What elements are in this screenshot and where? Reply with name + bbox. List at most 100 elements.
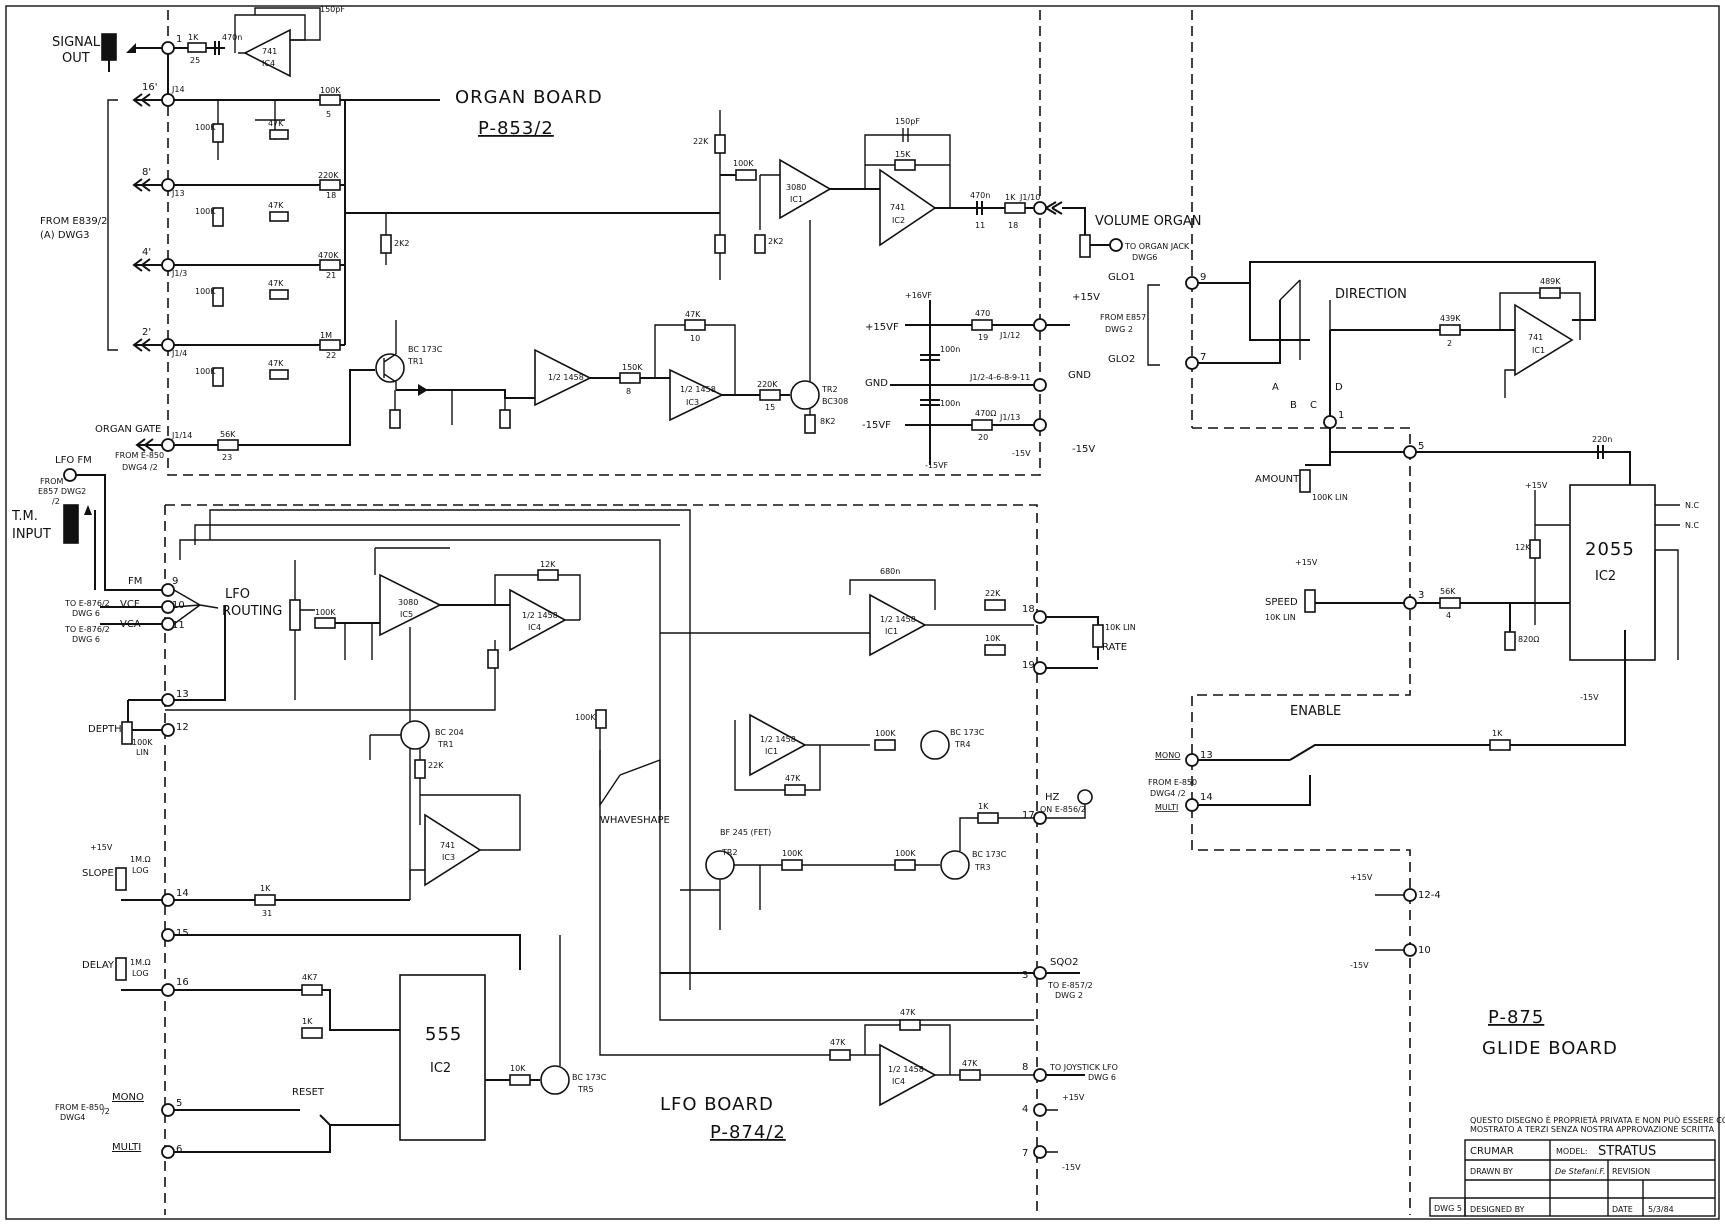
svg-text:-15V: -15V	[1350, 961, 1369, 970]
svg-text:AMOUNT: AMOUNT	[1255, 474, 1300, 485]
svg-text:100K LIN: 100K LIN	[1312, 493, 1348, 502]
svg-text:ROUTING: ROUTING	[222, 604, 282, 619]
svg-text:21: 21	[326, 271, 336, 280]
svg-text:22K: 22K	[428, 761, 444, 770]
svg-text:GLO2: GLO2	[1108, 354, 1135, 365]
svg-text:N.C: N.C	[1685, 501, 1700, 510]
svg-text:DESIGNED BY: DESIGNED BY	[1470, 1205, 1525, 1214]
svg-text:489K: 489K	[1540, 277, 1561, 286]
svg-text:SPEED: SPEED	[1265, 597, 1298, 608]
ic4b-1458-lfo	[879, 1043, 937, 1107]
svg-text:DWG 2: DWG 2	[1055, 991, 1083, 1000]
lfo-fm-pin	[63, 468, 77, 482]
svg-text:22: 22	[326, 351, 336, 360]
svg-text:DELAY: DELAY	[82, 960, 115, 971]
svg-text:100K: 100K	[320, 86, 341, 95]
svg-text:8': 8'	[142, 167, 151, 178]
svg-text:HZ: HZ	[1045, 792, 1060, 803]
svg-text:C: C	[1310, 400, 1317, 411]
tr4-lfo	[920, 730, 950, 760]
amount-pot[interactable]	[1299, 469, 1311, 493]
svg-text:J1/12: J1/12	[999, 331, 1020, 340]
svg-text:22K: 22K	[693, 137, 709, 146]
svg-text:6: 6	[176, 1144, 182, 1155]
svg-text:VCF: VCF	[120, 599, 140, 610]
organ-board-outline	[167, 10, 1041, 476]
svg-text:/2: /2	[52, 497, 60, 506]
from-e839-2: (A) DWG3	[40, 230, 90, 241]
svg-text:LIN: LIN	[136, 748, 149, 757]
svg-text:12K: 12K	[540, 560, 556, 569]
svg-text:15: 15	[765, 403, 775, 412]
svg-text:1: 1	[176, 34, 182, 45]
svg-text:1K: 1K	[1492, 729, 1503, 738]
ic4-741-organ	[243, 28, 291, 78]
svg-text:14: 14	[176, 888, 189, 899]
svg-text:DWG4 /2: DWG4 /2	[1150, 789, 1186, 798]
svg-text:De Stefani.F.: De Stefani.F.	[1555, 1167, 1605, 1176]
signal-out-label-1: SIGNAL	[52, 35, 101, 50]
svg-text:IC2: IC2	[1595, 569, 1616, 584]
svg-text:SLOPE: SLOPE	[82, 868, 114, 879]
volume-organ-pot[interactable]	[1079, 234, 1091, 258]
input-8: 8' J13 220K 18 100K 47K	[132, 167, 345, 227]
svg-text:DWG 6: DWG 6	[72, 635, 100, 644]
waveshape-switch[interactable]	[599, 715, 661, 810]
svg-text:1K: 1K	[978, 802, 989, 811]
svg-text:J1/13: J1/13	[999, 413, 1020, 422]
svg-text:FROM E-850: FROM E-850	[55, 1103, 104, 1112]
svg-text:1K: 1K	[1005, 193, 1016, 202]
svg-text:+15VF: +15VF	[865, 322, 899, 333]
svg-text:TO E-876/2: TO E-876/2	[64, 599, 110, 608]
svg-text:REVISION: REVISION	[1612, 1167, 1650, 1176]
input-2: 2' J1/4 1M 22 100K 47K	[132, 327, 345, 387]
svg-text:10K: 10K	[985, 634, 1001, 643]
svg-text:4K7: 4K7	[302, 973, 317, 982]
ic1-3080-organ	[779, 158, 832, 220]
svg-text:BC 173C: BC 173C	[972, 850, 1007, 859]
title-block: QUESTO DISEGNO È PROPRIETÀ PRIVATA E NON…	[1429, 1114, 1725, 1217]
rate-pot[interactable]	[1092, 624, 1104, 648]
svg-text:IC2: IC2	[892, 216, 905, 225]
svg-text:9: 9	[172, 576, 178, 587]
depth-pot[interactable]	[121, 721, 133, 745]
tr5-lfo	[540, 1065, 570, 1095]
svg-text:12: 12	[176, 722, 189, 733]
svg-text:7: 7	[1200, 352, 1206, 363]
svg-text:100n: 100n	[940, 399, 960, 408]
svg-text:56K: 56K	[1440, 587, 1456, 596]
svg-text:IC2: IC2	[430, 1061, 451, 1076]
svg-text:FROM E-850: FROM E-850	[1148, 778, 1197, 787]
svg-text:2K2: 2K2	[768, 237, 783, 246]
svg-text:11: 11	[975, 221, 985, 230]
svg-text:B: B	[1290, 400, 1297, 411]
lfo-routing-switch[interactable]	[179, 509, 1034, 1021]
svg-text:A: A	[1272, 382, 1279, 393]
ic2-555-lfo	[399, 974, 486, 1141]
enable-switch[interactable]	[1198, 630, 1626, 806]
svg-text:N.C: N.C	[1685, 521, 1700, 530]
svg-text:20: 20	[978, 433, 988, 442]
delay-pot[interactable]	[115, 957, 127, 981]
svg-text:T.M.: T.M.	[11, 509, 38, 524]
direction-switch[interactable]	[1279, 279, 1331, 385]
svg-text:DWG 5: DWG 5	[1434, 1204, 1462, 1213]
svg-text:DWG4 /2: DWG4 /2	[122, 463, 158, 472]
svg-text:J1/4: J1/4	[171, 349, 187, 358]
reset-switch[interactable]	[174, 1109, 400, 1153]
speed-pot[interactable]	[1304, 589, 1316, 613]
svg-text:2: 2	[1447, 339, 1452, 348]
svg-text:MULTI: MULTI	[112, 1142, 141, 1153]
svg-text:18: 18	[1022, 604, 1035, 615]
svg-text:470K: 470K	[318, 251, 339, 260]
svg-text:ON E-856/2: ON E-856/2	[1040, 805, 1086, 814]
tr3-lfo	[940, 850, 970, 880]
slope-pot[interactable]	[115, 867, 127, 891]
svg-text:IC1: IC1	[1532, 346, 1545, 355]
glide-board-outline	[1191, 427, 1411, 1215]
svg-text:680n: 680n	[880, 567, 900, 576]
svg-text:TR3: TR3	[974, 863, 991, 872]
svg-text:16: 16	[176, 977, 189, 988]
svg-text:IC4: IC4	[892, 1077, 905, 1086]
svg-text:TR2: TR2	[821, 385, 838, 394]
